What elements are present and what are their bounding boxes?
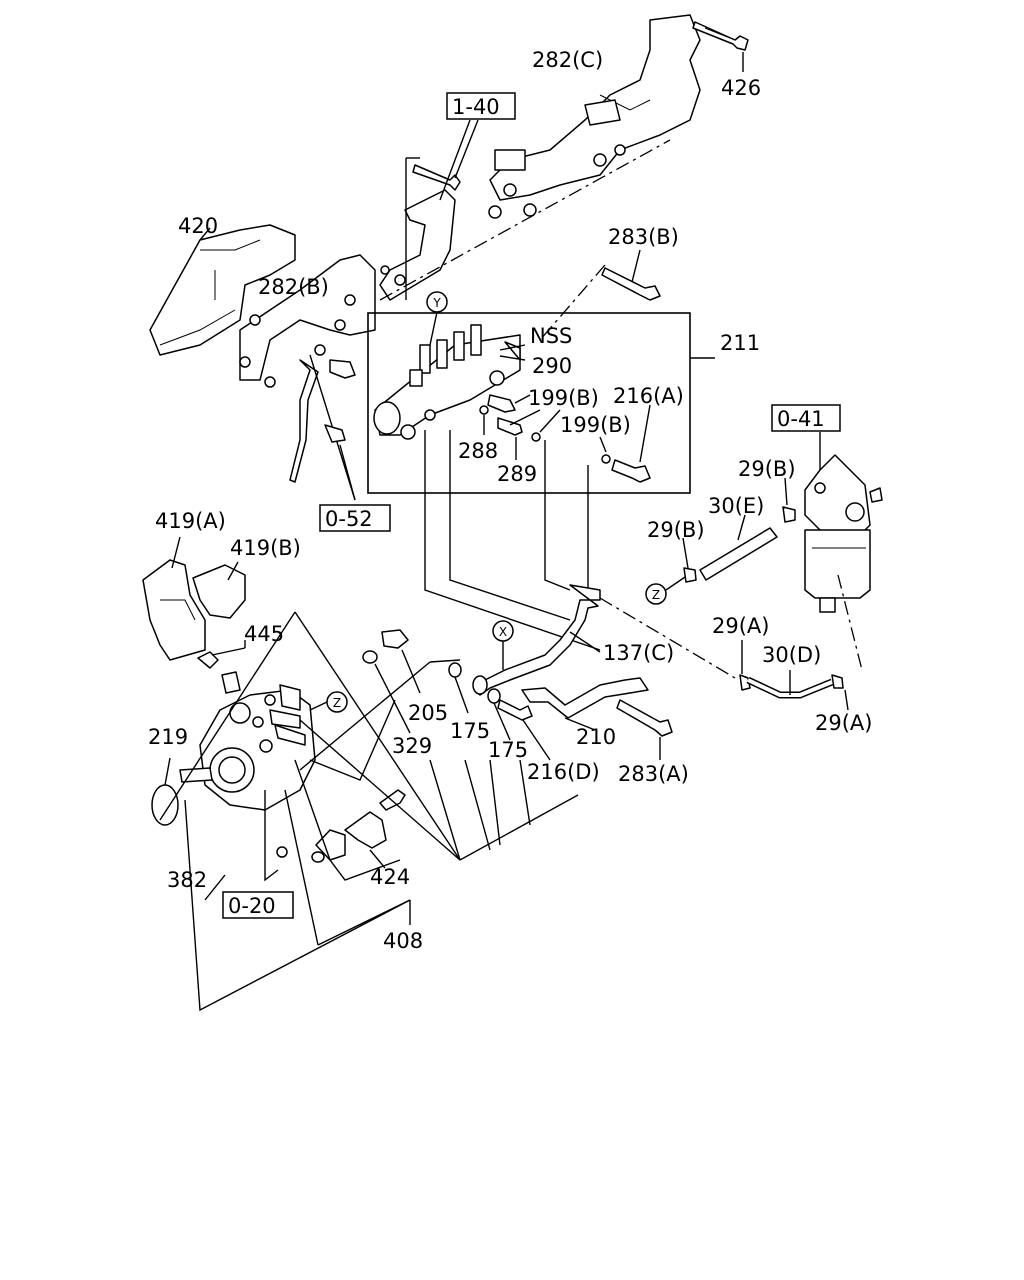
label-175-b: 175 — [488, 738, 528, 762]
bracket-1-40 — [379, 164, 461, 301]
label-382: 382 — [167, 868, 207, 892]
label-205: 205 — [408, 701, 448, 725]
pipe-137c — [472, 584, 601, 696]
label-219: 219 — [148, 725, 188, 749]
label-289: 289 — [497, 462, 537, 486]
label-420: 420 — [178, 214, 218, 238]
marker-z-left-letter: Z — [333, 696, 341, 710]
label-408: 408 — [383, 929, 423, 953]
bracket-282c — [488, 14, 701, 219]
marker-z-right — [645, 583, 667, 605]
ref-box-0-41 — [771, 404, 841, 432]
label-175-a: 175 — [450, 719, 490, 743]
label-419b: 419(B) — [230, 536, 301, 560]
label-210: 210 — [576, 725, 616, 749]
label-282c: 282(C) — [532, 48, 603, 72]
label-426: 426 — [721, 76, 761, 100]
label-30d: 30(D) — [762, 643, 821, 667]
ref-box-1-40 — [446, 92, 516, 120]
cover-419b — [192, 564, 246, 619]
marker-x-letter: X — [499, 625, 507, 639]
injection-pump — [179, 684, 316, 811]
label-29b-2: 29(B) — [647, 518, 705, 542]
marker-y-letter: Y — [432, 296, 441, 310]
bracket-420 — [149, 224, 296, 356]
label-445: 445 — [244, 622, 284, 646]
label-1-40: 1-40 — [452, 95, 500, 119]
label-288: 288 — [458, 439, 498, 463]
label-29b-1: 29(B) — [738, 457, 796, 481]
ref-box-0-20 — [222, 891, 294, 919]
label-199b-1: 199(B) — [528, 386, 599, 410]
label-211: 211 — [720, 331, 760, 355]
label-216a: 216(A) — [613, 384, 684, 408]
o-ring-219 — [151, 784, 179, 826]
bracket-282b — [239, 254, 376, 388]
label-0-41: 0-41 — [777, 407, 825, 431]
marker-z-right-letter: Z — [652, 588, 660, 602]
label-282b: 282(B) — [258, 275, 329, 299]
label-29a-1: 29(A) — [712, 614, 769, 638]
pipe-210 — [521, 677, 649, 719]
bolt-426 — [692, 21, 749, 51]
label-137c: 137(C) — [603, 641, 674, 665]
assembly-211-frame — [367, 312, 691, 494]
label-283a: 283(A) — [618, 762, 689, 786]
label-419a: 419(A) — [155, 509, 226, 533]
label-424: 424 — [370, 865, 410, 889]
label-0-20: 0-20 — [228, 894, 276, 918]
label-199b-2: 199(B) — [560, 413, 631, 437]
label-290: 290 — [532, 354, 572, 378]
ref-box-0-52 — [319, 504, 391, 532]
label-0-52: 0-52 — [325, 507, 373, 531]
label-30e: 30(E) — [708, 494, 764, 518]
valve-block-211 — [373, 324, 521, 440]
cover-419a — [142, 559, 206, 661]
label-216d: 216(D) — [527, 760, 600, 784]
fuel-filter — [804, 454, 883, 613]
label-nss: NSS — [530, 324, 572, 348]
label-283b: 283(B) — [608, 225, 679, 249]
label-329: 329 — [392, 734, 432, 758]
label-29a-2: 29(A) — [815, 711, 872, 735]
